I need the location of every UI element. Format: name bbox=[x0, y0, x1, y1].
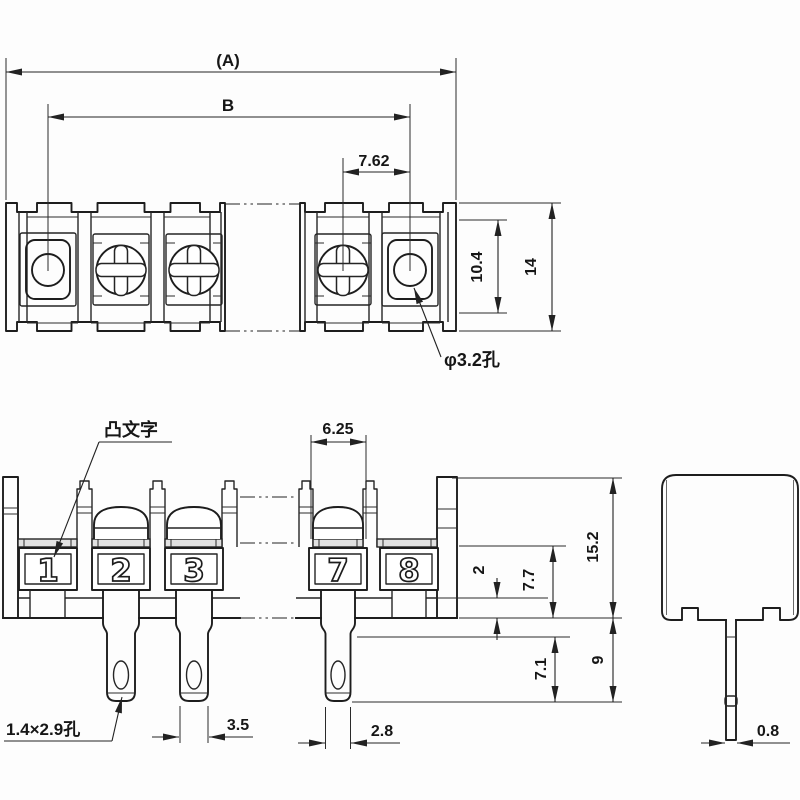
dim-pin-length: 9 bbox=[590, 618, 617, 702]
pin-hole bbox=[112, 660, 130, 690]
raised-text-callout: 凸文字 bbox=[53, 419, 172, 558]
terminal-number: 2 bbox=[110, 553, 132, 589]
hole-callout-text: φ3.2孔 bbox=[444, 350, 500, 370]
pin-hole-callout-text: 1.4×2.9孔 bbox=[6, 720, 80, 739]
pin-hole-callout: 1.4×2.9孔 bbox=[4, 696, 123, 742]
screw-dome-7 bbox=[312, 506, 364, 539]
dim-pitch-text: 7.62 bbox=[358, 153, 389, 170]
pin-hole bbox=[330, 660, 346, 690]
dim-pin-width-left: 3.5 bbox=[152, 706, 253, 743]
screw-cell-3 bbox=[165, 233, 223, 306]
dim-pin-lower-text: 7.1 bbox=[533, 658, 550, 680]
right-end-wall-ticks bbox=[437, 508, 457, 529]
recess-corners bbox=[315, 242, 371, 297]
dim-pitch: 7.62 bbox=[342, 153, 410, 271]
terminal-number: 3 bbox=[183, 553, 205, 589]
dim-overall-width: (A) bbox=[5, 51, 457, 200]
terminal-number: 7 bbox=[327, 553, 349, 589]
dim-pin-length-text: 9 bbox=[590, 655, 607, 664]
left-end-wall-ticks bbox=[3, 507, 18, 515]
dim-total-height-text: 15.2 bbox=[585, 531, 602, 562]
terminal-plate-1: 1 bbox=[18, 547, 78, 591]
pin-2 bbox=[102, 589, 140, 702]
hole-callout: φ3.2孔 bbox=[413, 287, 500, 370]
top-view-outline-right bbox=[299, 202, 457, 332]
top-view-break-line bbox=[225, 203, 300, 332]
separator-walls bbox=[76, 480, 378, 547]
side-pin bbox=[725, 619, 737, 741]
pedestals bbox=[29, 590, 427, 618]
left-end-wall bbox=[2, 476, 19, 619]
side-body-face-lines bbox=[666, 480, 794, 615]
screw-dome-3 bbox=[166, 506, 222, 539]
pin-hole bbox=[185, 660, 203, 690]
dim-total-height: 15.2 bbox=[452, 477, 622, 619]
terminal-plate-7: 7 bbox=[308, 547, 368, 591]
dim-b-width: B bbox=[47, 96, 411, 271]
dim-depth: 14 bbox=[459, 202, 561, 332]
raised-text-label: 凸文字 bbox=[104, 419, 158, 440]
front-break-line bbox=[240, 496, 296, 619]
side-view: 0.8 bbox=[661, 474, 799, 747]
dim-base-height: 2 bbox=[427, 565, 548, 640]
screw-dome-2 bbox=[93, 506, 149, 539]
dim-upper-height-text: 7.7 bbox=[521, 569, 538, 591]
dim-pin-width-right: 2.8 bbox=[298, 707, 400, 749]
front-view: 1 2 3 7 8 bbox=[2, 419, 622, 749]
recess bbox=[92, 233, 150, 306]
right-end-wall bbox=[436, 476, 458, 619]
phillips-slot-h bbox=[95, 262, 147, 278]
dim-upper-height: 7.7 bbox=[459, 545, 566, 618]
dim-opening-text: 6.25 bbox=[322, 421, 353, 438]
dim-recess-height-text: 10.4 bbox=[469, 251, 486, 282]
dim-pin-width-right-text: 2.8 bbox=[371, 723, 393, 740]
top-view-shelf-lines bbox=[27, 216, 440, 324]
recess-corners bbox=[166, 242, 222, 297]
dim-opening: 6.25 bbox=[310, 421, 367, 539]
dim-base-height-text: 2 bbox=[471, 565, 488, 574]
dim-recess-height: 10.4 bbox=[459, 219, 507, 314]
dim-overall-text: (A) bbox=[216, 51, 240, 70]
terminal-number: 1 bbox=[37, 553, 59, 589]
dim-pin-thickness-text: 0.8 bbox=[757, 723, 779, 740]
side-body-outline bbox=[661, 474, 799, 621]
phillips-slot-h bbox=[168, 262, 220, 278]
clamp-bands bbox=[17, 538, 438, 548]
side-pin-hole bbox=[724, 695, 738, 707]
pin-7 bbox=[320, 589, 356, 702]
dim-pin-width-left-text: 3.5 bbox=[227, 717, 249, 734]
pin-3 bbox=[175, 589, 213, 702]
dim-pin-thickness: 0.8 bbox=[701, 723, 790, 747]
terminal-plate-2: 2 bbox=[91, 547, 151, 591]
terminal-number: 8 bbox=[398, 553, 420, 589]
terminal-plate-8: 8 bbox=[379, 547, 439, 591]
recess-corners bbox=[93, 242, 149, 297]
terminal-plate-3: 3 bbox=[164, 547, 224, 591]
dim-pin-lower: 7.1 bbox=[352, 636, 622, 703]
dim-depth-text: 14 bbox=[523, 258, 540, 276]
screw-cell-2 bbox=[92, 233, 150, 306]
dim-b-text: B bbox=[222, 96, 234, 115]
separator-wall-ticks bbox=[77, 506, 377, 514]
top-view: (A) B 7.62 10.4 14 φ3.2孔 bbox=[5, 51, 561, 370]
recess bbox=[165, 233, 223, 306]
